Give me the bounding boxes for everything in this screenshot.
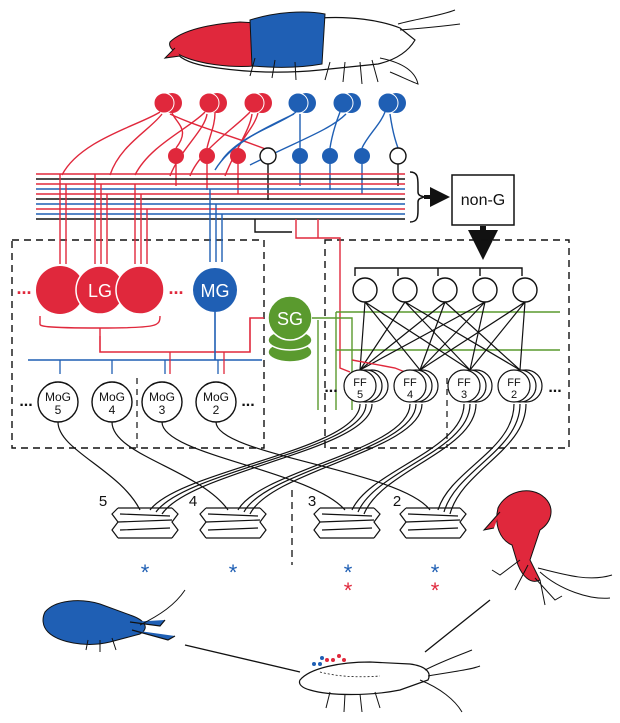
tract-bundle: [36, 173, 405, 220]
activity-asterisks: * * * * * *: [141, 560, 440, 603]
asterisk-blue-5: *: [141, 560, 150, 585]
mog-5-number: 5: [55, 403, 62, 417]
segment-5-label: 5: [99, 493, 107, 510]
mg-neuron: MG: [193, 268, 237, 312]
link-right-to-bottom: [424, 599, 491, 653]
crayfish-bottom-icon: [298, 649, 481, 713]
sg-neuron-stack: SG: [267, 295, 313, 363]
crayfish-top-icon: [163, 9, 461, 85]
asterisk-red-3: *: [344, 578, 353, 603]
tract-to-non-g-path: [254, 219, 292, 233]
non-g-box: non-G: [451, 174, 515, 226]
sensory-axons-red: [61, 111, 269, 177]
ff-5-number: 5: [357, 389, 363, 401]
lg-to-sg: [99, 317, 264, 353]
segment-2: [399, 507, 467, 539]
asterisk-blue-3: *: [344, 560, 353, 585]
muscle-segments: [111, 507, 467, 539]
asterisk-blue-2: *: [431, 560, 440, 585]
ff-neurons: FF 5 FF 4 FF 3 FF 2 ... ...: [324, 369, 562, 403]
mog-5-label: MoG: [45, 390, 71, 404]
mog-4-label: MoG: [99, 390, 125, 404]
sg-label: SG: [277, 309, 303, 329]
mg-label: MG: [201, 281, 230, 301]
lg-label: LG: [88, 281, 112, 301]
non-g-interneurons: [352, 277, 538, 303]
ff-3-label: FF: [457, 377, 471, 389]
left-dashed-box: [11, 239, 265, 449]
mog-4-number: 4: [109, 403, 116, 417]
bus-to-mog: [59, 352, 225, 374]
asterisk-red-2: *: [431, 578, 440, 603]
tract-brace: [409, 171, 426, 223]
cross-connections: [359, 301, 526, 371]
non-g-fanout: [354, 267, 523, 276]
segment-2-label: 2: [393, 493, 401, 510]
segment-3: [313, 507, 381, 539]
lg-neurons: LG ... ...: [16, 265, 184, 315]
ff-2-label: FF: [507, 377, 521, 389]
interneuron-drops: [175, 164, 399, 200]
ff-ellipsis-left: ...: [324, 379, 337, 396]
red-inputs-right: [339, 352, 406, 373]
segment-5: [111, 507, 179, 539]
motor-axons: [57, 403, 527, 515]
ff-2-number: 2: [511, 389, 517, 401]
right-dashed-box: [324, 239, 570, 449]
non-g-label: non-G: [461, 192, 505, 209]
segment-3-label: 3: [308, 493, 316, 510]
ff-4-number: 4: [407, 389, 413, 401]
mog-3-label: MoG: [149, 390, 175, 404]
lg-ellipsis-right: ...: [168, 278, 183, 298]
interneurons-row: [168, 147, 407, 165]
lg-ellipsis-left: ...: [16, 278, 31, 298]
mog-3-number: 3: [159, 403, 166, 417]
sensory-neurons-blue: [287, 92, 406, 114]
ff-5-label: FF: [353, 377, 367, 389]
crayfish-right-icon: [482, 490, 613, 606]
lg-output-brace: [39, 315, 161, 336]
sensory-neurons-red: [153, 92, 272, 114]
mog-neurons: MoG 5 MoG 4 MoG 3 MoG 2 ... ...: [19, 381, 255, 423]
link-left-to-bottom: [184, 644, 301, 673]
crayfish-left-icon: [42, 589, 186, 652]
segment-4-label: 4: [189, 493, 197, 510]
tract-to-giants: [59, 174, 341, 352]
segment-4: [199, 507, 267, 539]
asterisk-blue-4: *: [229, 560, 238, 585]
mog-2-number: 2: [213, 403, 220, 417]
ff-ellipsis-right: ...: [548, 379, 561, 396]
mog-ellipsis-right: ...: [241, 393, 254, 410]
ff-3-number: 3: [461, 389, 467, 401]
sg-output: [312, 317, 353, 410]
mog-2-label: MoG: [203, 390, 229, 404]
mog-ellipsis-left: ...: [19, 393, 32, 410]
ff-4-label: FF: [403, 377, 417, 389]
